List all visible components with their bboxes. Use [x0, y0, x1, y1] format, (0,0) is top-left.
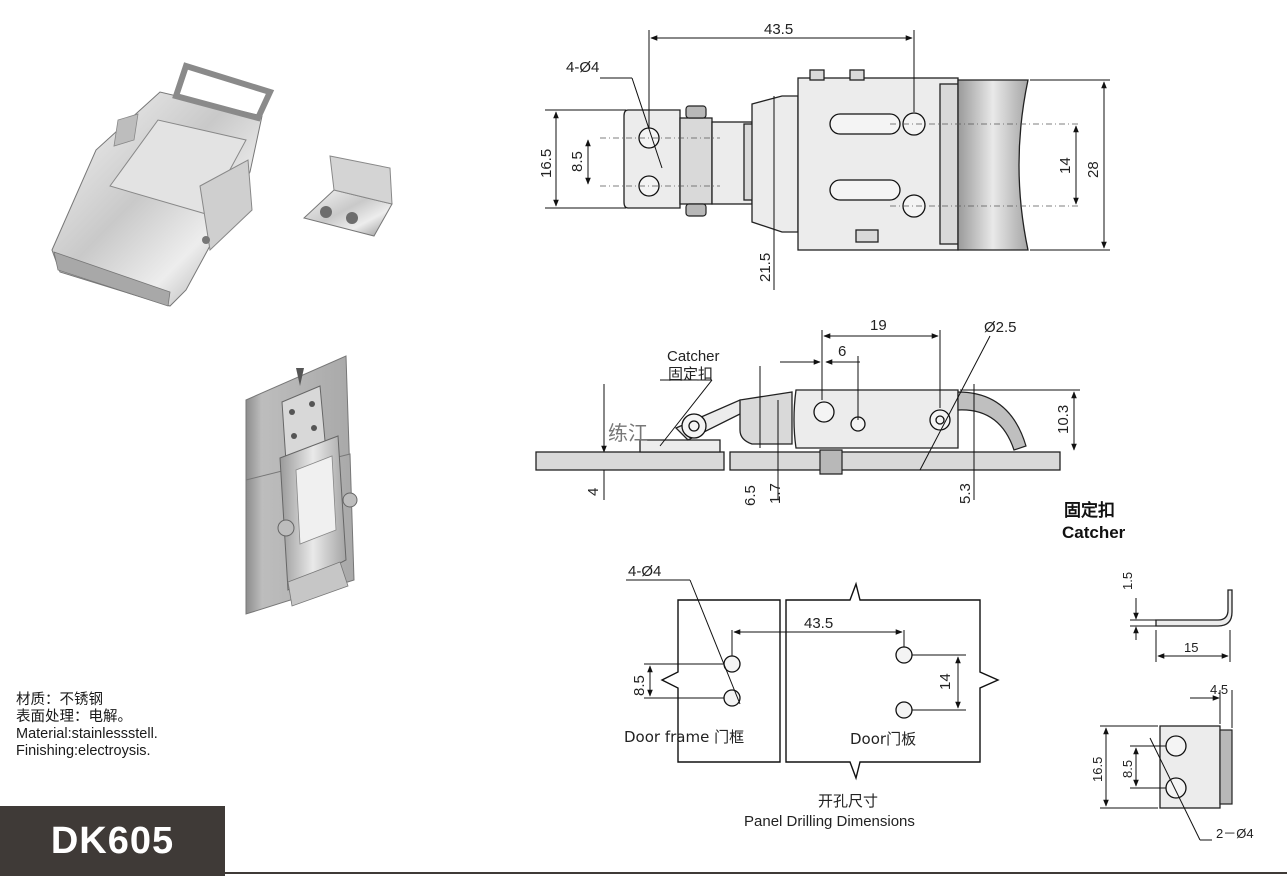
top-dim-body-hole-pitch: 14: [1057, 157, 1074, 174]
material-notes: 材质：不锈钢 表面处理：电解。 Material:stainlessstell.…: [16, 692, 158, 760]
material-cn: 材质：不锈钢: [16, 692, 103, 708]
model-badge: DK605: [0, 806, 225, 876]
installed-photo: [245, 355, 358, 615]
side-dim-19: 19: [870, 317, 887, 334]
side-dim-1-7: 1.7: [767, 483, 784, 504]
top-view-drawing: [545, 30, 1110, 290]
side-dim-6: 6: [838, 343, 846, 360]
side-dim-height: 10.3: [1055, 405, 1072, 434]
side-dim-4: 4: [585, 488, 602, 496]
side-dim-pin: Ø2.5: [984, 319, 1017, 336]
door-label: Door门板: [850, 730, 916, 748]
top-dim-holes: 4-Ø4: [566, 59, 599, 76]
catcher-dim-thickness: 1.5: [1120, 572, 1135, 590]
catcher-title-en: Catcher: [1062, 523, 1126, 542]
catcher-dim-4-5: 4.5: [1210, 682, 1228, 697]
drill-dim-holes: 4-Ø4: [628, 563, 661, 580]
top-dim-offset: 21.5: [757, 253, 774, 282]
catcher-dim-16-5: 16.5: [1090, 757, 1105, 782]
watermark: 练江: [608, 421, 648, 445]
side-dim-5-3: 5.3: [957, 483, 974, 504]
catcher-dim-holes: 2－Ø4: [1216, 826, 1254, 841]
footer-rule: [225, 872, 1287, 874]
catcher-photo: [302, 155, 393, 237]
door-frame-label: Door frame 门框: [624, 728, 744, 746]
material-en: Material:stainlessstell.: [16, 726, 158, 742]
side-view-drawing: [535, 330, 1080, 500]
side-catcher-label-cn: 固定扣: [668, 365, 713, 383]
top-dim-plate-height: 16.5: [538, 149, 555, 178]
side-catcher-label-en: Catcher: [667, 348, 720, 365]
catcher-side-drawing: [1130, 589, 1233, 662]
top-dim-body-height: 28: [1085, 161, 1102, 178]
catcher-dim-length: 15: [1184, 640, 1198, 655]
catcher-front-drawing: [1100, 690, 1233, 841]
drilling-title-en: Panel Drilling Dimensions: [744, 813, 915, 830]
side-dim-6-5: 6.5: [742, 485, 759, 506]
catcher-dim-8-5: 8.5: [1120, 760, 1135, 778]
drill-dim-14: 14: [937, 673, 954, 690]
drilling-drawing: [626, 579, 1000, 781]
drill-dim-8-5: 8.5: [631, 675, 648, 696]
top-dim-length: 43.5: [764, 21, 793, 38]
finish-en: Finishing:electroysis.: [16, 743, 151, 759]
finish-cn: 表面处理：电解。: [16, 709, 132, 725]
latch-photo: [51, 62, 275, 307]
drilling-title-cn: 开孔尺寸: [818, 792, 878, 810]
drill-dim-43-5: 43.5: [804, 615, 833, 632]
top-dim-hole-pitch: 8.5: [569, 151, 586, 172]
catcher-title-cn: 固定扣: [1064, 500, 1115, 521]
